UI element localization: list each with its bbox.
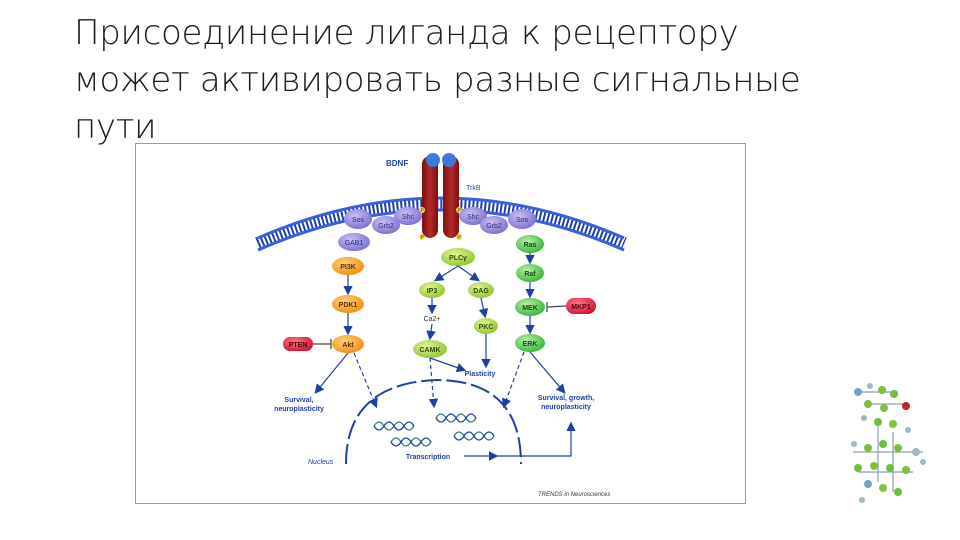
ras-erk-pathway: Ras Raf MEK ERK [515,235,545,352]
svg-text:Shc: Shc [402,214,415,221]
svg-text:Shc: Shc [467,214,480,221]
left-adaptors: Sos Grb2 Shc GAB1 [338,207,422,251]
svg-text:Ras: Ras [524,242,537,249]
bdnf-ligand-right [442,153,456,167]
trkb-label: TrkB [466,185,481,192]
svg-text:Grb2: Grb2 [378,223,394,230]
svg-text:Grb2: Grb2 [486,223,502,230]
right-outcome: Survival, growth,neuroplasticity [538,395,594,411]
nucleus-label: Nucleus [308,459,334,466]
svg-text:PLCγ: PLCγ [449,255,467,262]
title-line-3: пути [74,107,157,147]
middle-outcome: Plasticity [465,371,496,378]
mkp1-phosphatase: MKP1 [566,298,596,314]
svg-text:GAB1: GAB1 [345,240,364,247]
svg-text:P: P [421,208,425,214]
svg-text:MKP1: MKP1 [571,304,591,311]
svg-text:Sos: Sos [516,217,529,224]
bdnf-label: BDNF [386,159,408,168]
figure-credit: TRENDS in Neurosciences [538,492,610,498]
svg-text:PKC: PKC [479,324,494,331]
signaling-pathway-figure: BDNF TrkB P P P P Sos Grb2 Shc GAB1 Shc … [135,143,746,504]
svg-text:Raf: Raf [524,271,536,278]
title-line-2: может активировать разные сигнальные [74,60,801,100]
svg-text:Sos: Sos [352,217,365,224]
transcription-label: Transcription [406,454,450,461]
svg-text:P: P [421,235,425,241]
nucleus-envelope [345,378,522,465]
svg-text:MEK: MEK [522,305,538,312]
svg-text:Akt: Akt [342,342,354,349]
svg-text:PI3K: PI3K [340,264,356,271]
title-line-1: Присоединение лиганда к рецептору [74,13,739,53]
slide-title: Присоединение лиганда к рецептору может … [74,10,854,151]
svg-text:IP3: IP3 [427,288,438,295]
calcium-label: Ca2+ [424,316,441,323]
svg-text:ERK: ERK [523,341,538,348]
dna-strands [373,413,495,447]
svg-text:P: P [458,208,462,214]
svg-text:PDK1: PDK1 [339,302,358,309]
pten-inhibitor: PTEN [283,337,313,351]
cell-membrane [255,196,627,252]
svg-text:PTEN: PTEN [289,342,308,349]
svg-text:CAMK: CAMK [420,347,441,354]
phospho-sites: P P P P [419,207,462,241]
trkb-receptor [422,156,459,238]
svg-text:P: P [458,235,462,241]
right-adaptors: Shc Grb2 Sos [459,207,536,234]
pi3k-pathway: PI3K PDK1 Akt [332,257,364,353]
left-outcome: Survival,neuroplasticity [274,397,324,413]
molecule-model-decoration [851,383,926,503]
plc-pathway: PLCγ IP3 DAG PKC CAMK [413,248,498,358]
svg-text:DAG: DAG [473,288,489,295]
pathway-arrows [313,253,576,461]
bdnf-ligand-left [426,153,440,167]
